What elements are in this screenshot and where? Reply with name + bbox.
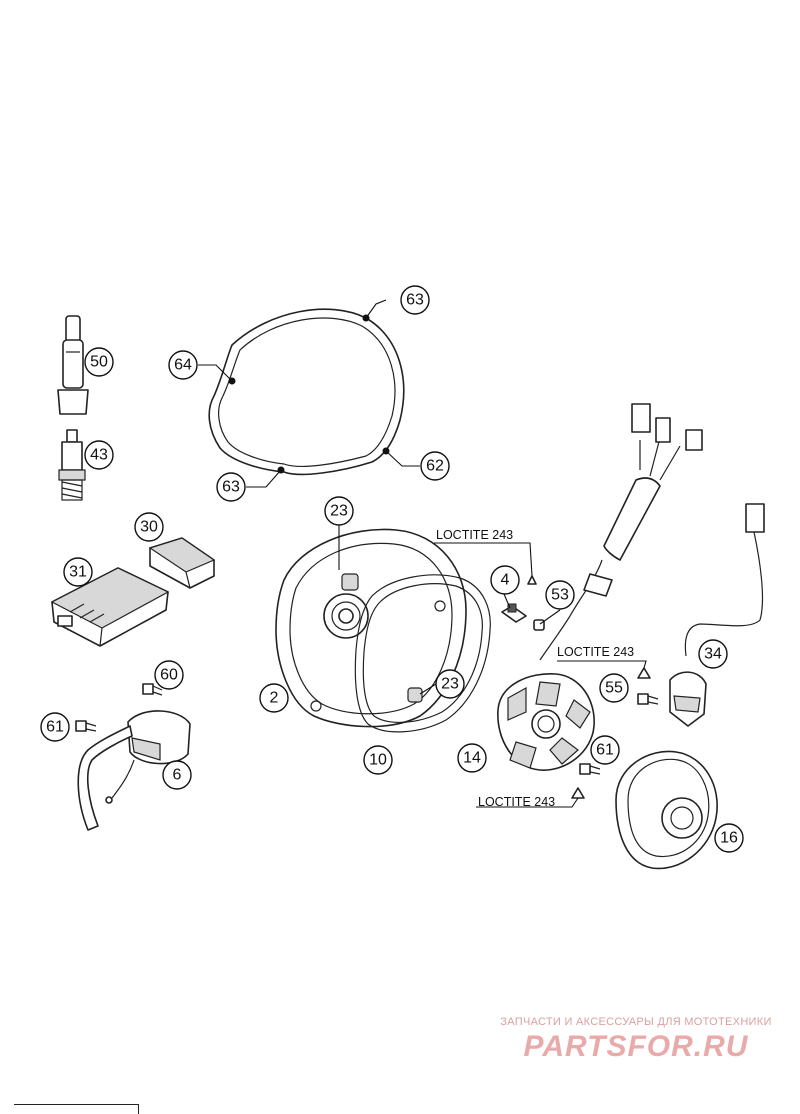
- ignition-coil: [77, 710, 191, 831]
- loctite-note-bottom: LOCTITE 243: [478, 795, 555, 809]
- spark-plug-connector: [57, 315, 89, 415]
- callout-61-right: 61: [590, 735, 620, 765]
- callout-34-label: 34: [704, 646, 722, 663]
- callout-55: 55: [599, 673, 629, 703]
- bolt-55: [637, 693, 659, 705]
- ignition-cover-gasket: [354, 574, 491, 733]
- stator: [497, 673, 595, 771]
- spark-plug: [58, 429, 86, 501]
- callout-62-label: 62: [426, 458, 444, 475]
- callout-63-bottom: 63: [216, 472, 246, 502]
- cdi-unit: [50, 567, 170, 647]
- watermark: ЗАПЧАСТИ И АКСЕССУАРЫ ДЛЯ МОТОТЕХНИКИ PA…: [486, 1016, 786, 1064]
- cover-gasket: [208, 308, 405, 476]
- loctite-note-middle: LOCTITE 243: [557, 645, 634, 659]
- callout-50-label: 50: [90, 354, 108, 371]
- callout-23-bottom-label: 23: [441, 676, 459, 693]
- callout-53-label: 53: [551, 587, 569, 604]
- callout-61-left: 61: [40, 712, 70, 742]
- callout-55-label: 55: [605, 680, 623, 697]
- loctite-note-top: LOCTITE 243: [436, 528, 513, 542]
- callout-63-bottom-label: 63: [222, 479, 240, 496]
- callout-63-top: 63: [400, 285, 430, 315]
- callout-2-label: 2: [270, 690, 279, 707]
- callout-16-label: 16: [720, 830, 738, 847]
- callout-4-label: 4: [501, 572, 510, 589]
- pickup-sensor: [669, 503, 765, 727]
- callout-61-left-label: 61: [46, 719, 64, 736]
- footer-frame: [14, 1104, 139, 1114]
- callout-6: 6: [162, 760, 192, 790]
- watermark-brand: PARTSFOR.RU: [523, 1030, 749, 1063]
- callout-60: 60: [154, 660, 184, 690]
- callout-30: 30: [134, 512, 164, 542]
- bolt-61-right: [579, 763, 601, 775]
- callout-31-label: 31: [69, 564, 87, 581]
- bolt-61-left: [75, 720, 97, 732]
- bolt-60: [142, 683, 163, 696]
- stator-wiring-harness: [539, 403, 703, 661]
- callout-23-bottom: 23: [435, 669, 465, 699]
- callout-30-label: 30: [140, 519, 158, 536]
- control-module-small: [148, 537, 216, 589]
- callout-64-label: 64: [174, 357, 192, 374]
- callout-43-label: 43: [90, 447, 108, 464]
- callout-64: 64: [168, 350, 198, 380]
- watermark-tagline: ЗАПЧАСТИ И АКСЕССУАРЫ ДЛЯ МОТОТЕХНИКИ: [500, 1016, 772, 1028]
- callout-10-label: 10: [369, 752, 387, 769]
- callout-16: 16: [714, 823, 744, 853]
- callout-14-label: 14: [463, 750, 481, 767]
- callout-61-right-label: 61: [596, 742, 614, 759]
- callout-60-label: 60: [160, 667, 178, 684]
- callout-31: 31: [63, 557, 93, 587]
- callout-23-top-label: 23: [330, 503, 348, 520]
- callout-63-top-label: 63: [406, 292, 424, 309]
- flywheel-rotor: [615, 750, 718, 870]
- callout-4: 4: [490, 565, 520, 595]
- callout-2: 2: [259, 683, 289, 713]
- callout-23-top: 23: [324, 496, 354, 526]
- callout-6-label: 6: [173, 767, 182, 784]
- leader-lines: [198, 299, 647, 808]
- callout-53: 53: [545, 580, 575, 610]
- callout-14: 14: [457, 743, 487, 773]
- callout-62: 62: [420, 451, 450, 481]
- callout-34: 34: [698, 639, 728, 669]
- callout-43: 43: [84, 440, 114, 470]
- ignition-cover: [275, 528, 467, 728]
- callout-50: 50: [84, 347, 114, 377]
- callout-10: 10: [363, 745, 393, 775]
- clamp-4: [501, 603, 527, 623]
